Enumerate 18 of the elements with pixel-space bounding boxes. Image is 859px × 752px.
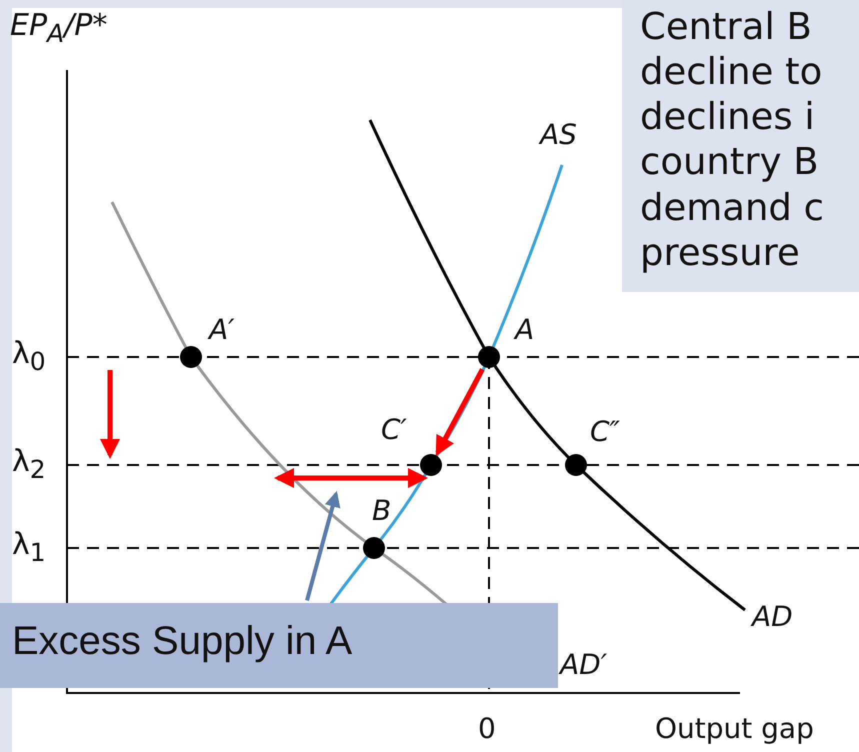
axis-tick-label: λ$_{0}$ xyxy=(12,336,46,376)
axis-tick-label: λ$_{1}$ xyxy=(12,527,46,567)
arrow xyxy=(305,490,340,602)
callout-box: Excess Supply in A xyxy=(0,603,558,688)
axis-tick-label: λ$_{2}$ xyxy=(12,444,46,484)
curve-label: AD′ xyxy=(560,648,608,681)
curve-label: AS xyxy=(540,118,577,151)
point-label: C″ xyxy=(590,415,620,448)
point-label: B xyxy=(372,494,392,527)
curve-label: AD xyxy=(752,600,793,633)
axis-title: Output gap xyxy=(655,712,814,745)
axis-title: EP$_{A}$/P* xyxy=(10,8,108,48)
arrow xyxy=(274,468,428,488)
axis-tick-label: 0 xyxy=(478,712,496,745)
point-label: C′ xyxy=(381,413,407,446)
arrow xyxy=(435,368,485,456)
point-label: A′ xyxy=(209,313,235,346)
point-label: A xyxy=(515,313,534,346)
